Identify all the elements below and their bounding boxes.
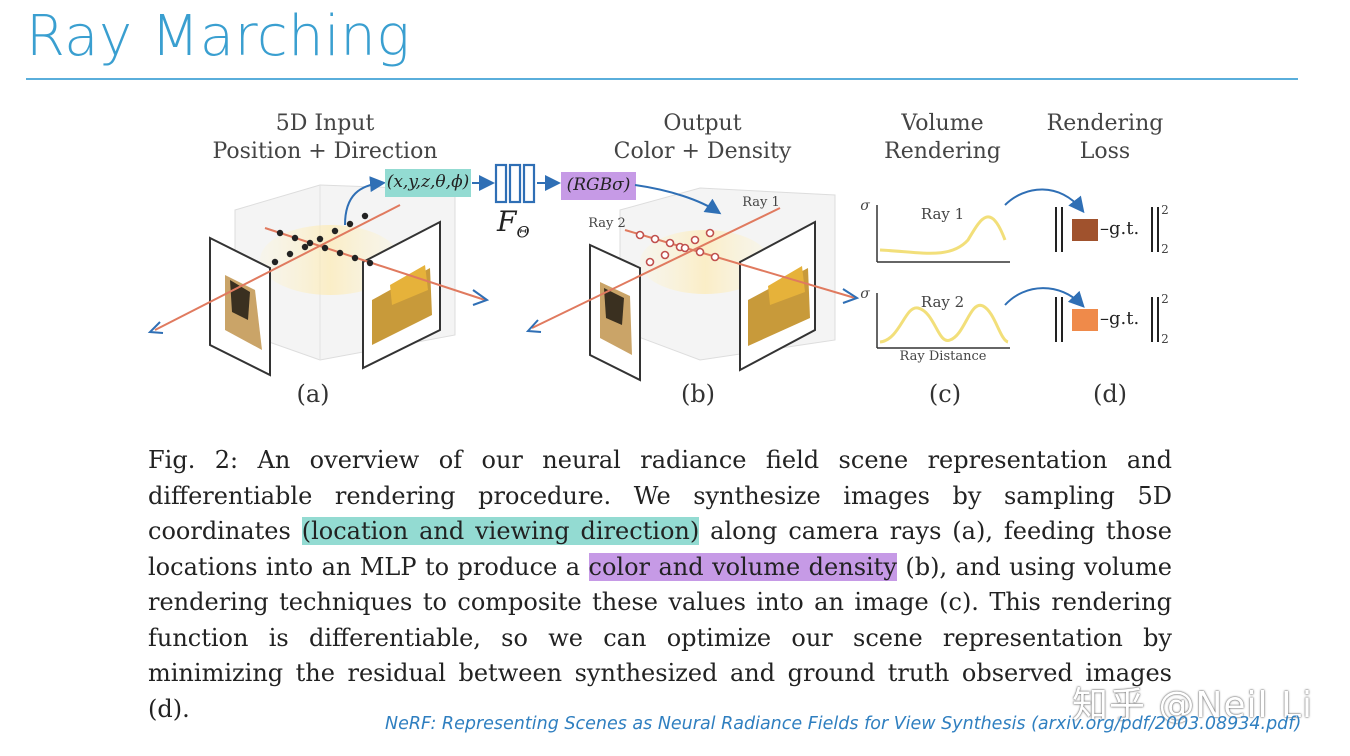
panel-a-header: 5D Input Position + Direction bbox=[190, 110, 460, 166]
panel-c-plots bbox=[876, 188, 1085, 349]
panel-c-sigma-1: σ bbox=[860, 198, 870, 214]
panel-d-header: Rendering Loss bbox=[1035, 110, 1175, 166]
panel-d-gt-label-2: g.t. bbox=[1109, 308, 1140, 329]
input-box-label: (x,y,z,θ,ϕ) bbox=[386, 172, 470, 192]
panel-a-header-line2: Position + Direction bbox=[212, 139, 438, 164]
input-box bbox=[385, 169, 471, 197]
panel-c-letter: (c) bbox=[928, 380, 962, 408]
panel-d-exp-2: 2 bbox=[1161, 292, 1169, 306]
caption-part-1: Fig. 2: An overview of our neural radian… bbox=[148, 446, 1172, 545]
panel-a-scene bbox=[147, 176, 490, 377]
panel-b-header-line1: Output bbox=[663, 111, 742, 136]
watermark: 知乎 @Neil Li bbox=[1072, 685, 1314, 726]
panel-d-header-line1: Rendering bbox=[1046, 111, 1164, 136]
panel-d-gt-1: –g.t. bbox=[1100, 218, 1140, 239]
panel-a-header-line1: 5D Input bbox=[275, 111, 375, 136]
panel-b-letter: (b) bbox=[680, 380, 716, 408]
panel-b-header-line2: Color + Density bbox=[613, 139, 792, 164]
caption-part-2: along camera rays (a), feeding those loc… bbox=[148, 517, 1172, 581]
panel-d-gt-2: –g.t. bbox=[1100, 308, 1140, 329]
output-box bbox=[561, 172, 636, 200]
caption-part-3: (b), and using volume rendering techniqu… bbox=[148, 552, 1172, 723]
caption-highlight-input: (location and viewing direction) bbox=[301, 517, 700, 545]
panel-b-scene bbox=[525, 184, 860, 382]
panel-b-ray2-label: Ray 2 bbox=[588, 216, 626, 231]
figure-diagram bbox=[147, 163, 1159, 382]
figure-caption: Fig. 2: An overview of our neural radian… bbox=[148, 443, 1172, 727]
mlp-network-icon bbox=[494, 163, 536, 204]
panel-c-header-line2: Rendering bbox=[884, 139, 1001, 164]
slide-title: Ray Marching bbox=[26, 4, 411, 69]
panel-d-loss bbox=[1055, 207, 1159, 342]
panel-d-sub-1: 2 bbox=[1161, 242, 1169, 256]
network-label: FΘ bbox=[497, 205, 547, 242]
panel-d-sub-2: 2 bbox=[1161, 332, 1169, 346]
panel-c-header: Volume Rendering bbox=[870, 110, 1015, 166]
network-symbol: F bbox=[497, 205, 517, 238]
panel-c-ray2-label: Ray 2 bbox=[920, 293, 965, 311]
panel-d-letter: (d) bbox=[1092, 380, 1128, 408]
panel-b-ray1-label: Ray 1 bbox=[742, 195, 780, 210]
title-divider bbox=[26, 78, 1298, 80]
panel-c-ray1-label: Ray 1 bbox=[920, 205, 965, 223]
panel-d-exp-1: 2 bbox=[1161, 203, 1169, 217]
paper-citation: NeRF: Representing Scenes as Neural Radi… bbox=[385, 714, 1302, 734]
caption-highlight-output: color and volume density bbox=[588, 552, 897, 581]
panel-c-xlabel: Ray Distance bbox=[899, 349, 987, 364]
panel-c-sigma-2: σ bbox=[860, 286, 870, 302]
network-subscript: Θ bbox=[516, 222, 530, 242]
panel-d-gt-label-1: g.t. bbox=[1109, 218, 1140, 239]
panel-d-header-line2: Loss bbox=[1079, 139, 1131, 164]
nerf-figure: 5D Input Position + Direction Output Col… bbox=[147, 110, 1175, 408]
output-box-label: (RGBσ) bbox=[566, 175, 631, 195]
panel-c-header-line1: Volume bbox=[901, 111, 984, 136]
panel-b-header: Output Color + Density bbox=[590, 110, 815, 166]
panel-a-letter: (a) bbox=[296, 380, 330, 408]
